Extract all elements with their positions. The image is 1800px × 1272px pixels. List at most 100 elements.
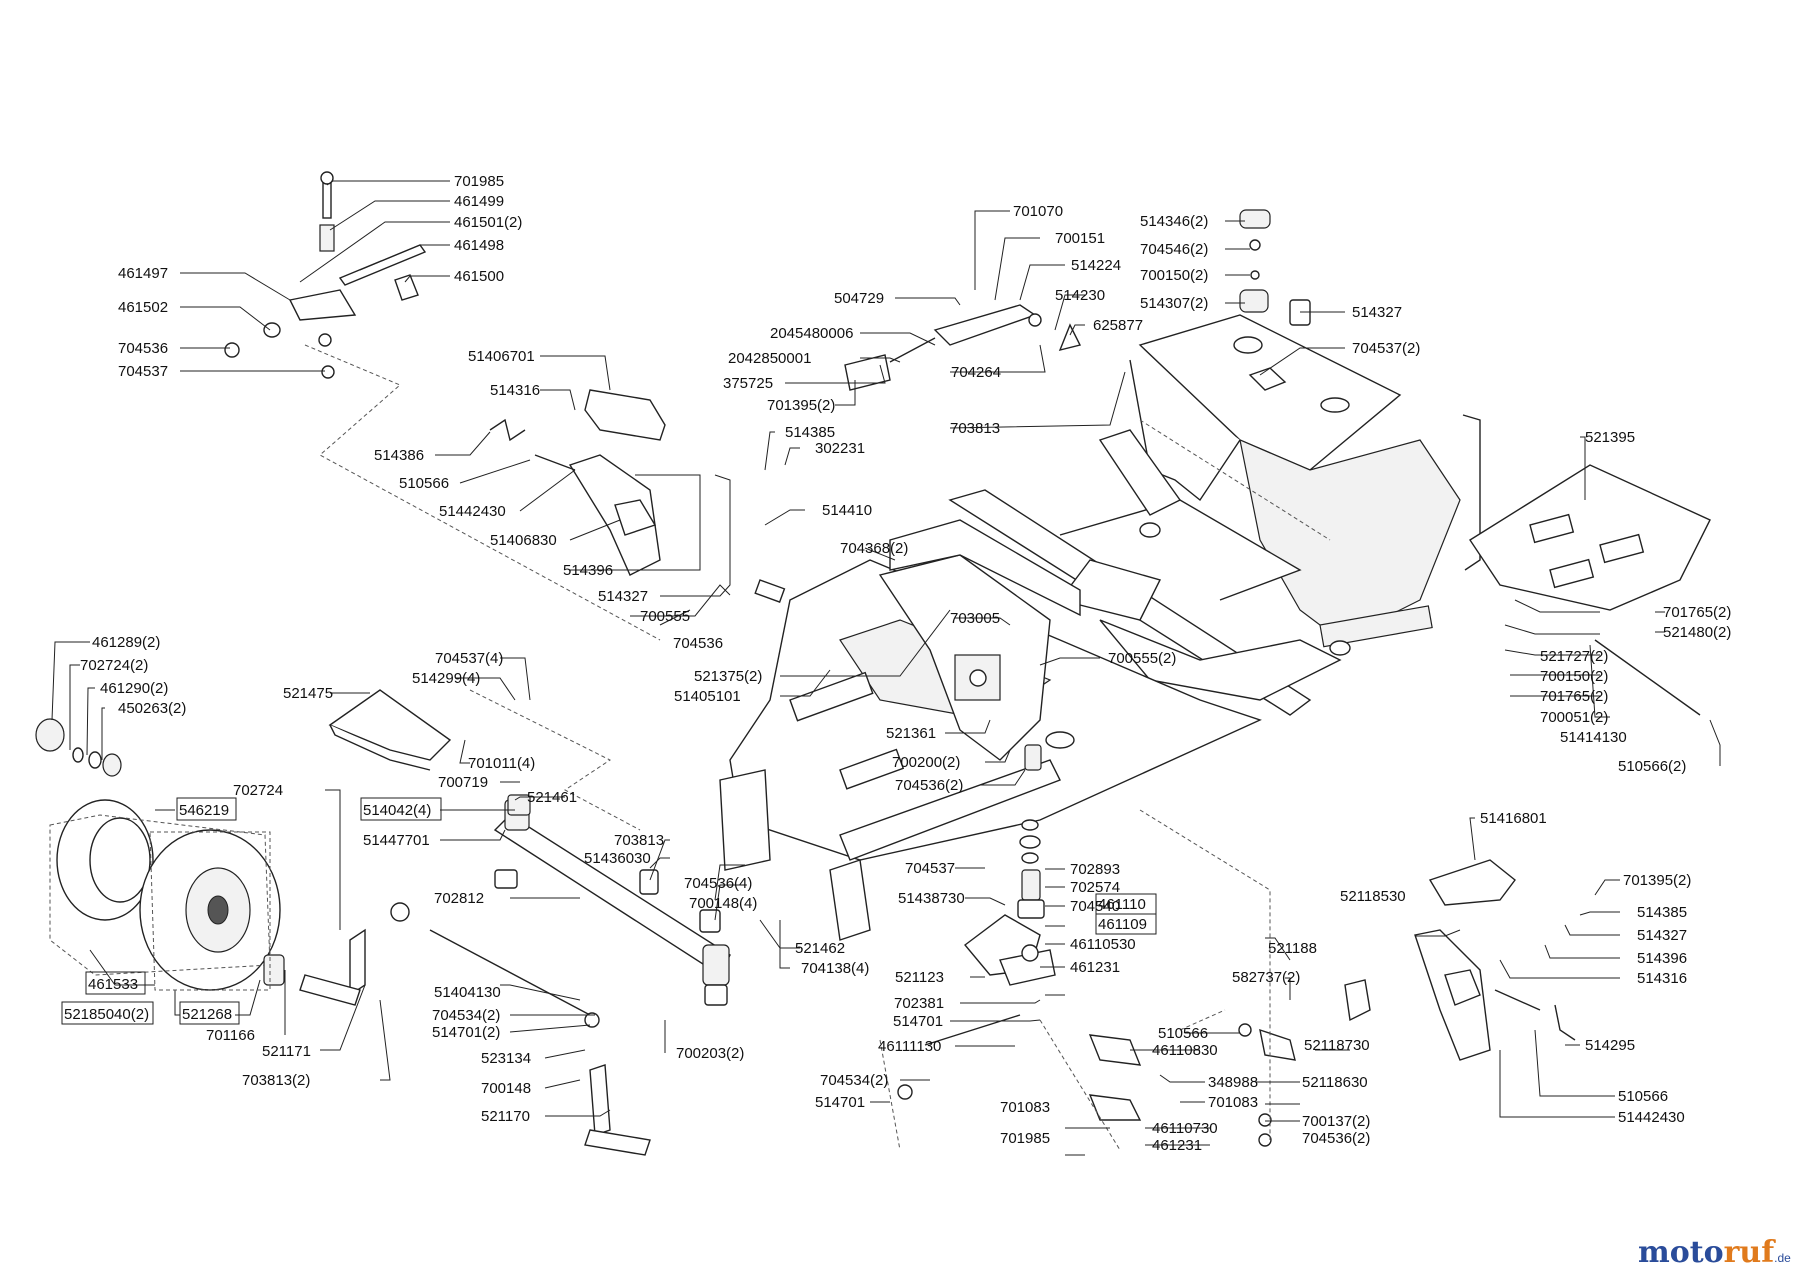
part-number-label: 461110 bbox=[1098, 896, 1146, 913]
part-number-label: 704537 bbox=[905, 860, 955, 877]
part-number-label: 514385 bbox=[1637, 904, 1687, 921]
part-number-label: 514327 bbox=[598, 588, 648, 605]
side-shield-plate-drawing bbox=[1469, 464, 1711, 716]
part-number-label: 348988 bbox=[1208, 1074, 1258, 1091]
part-number-label: 701395(2) bbox=[1623, 872, 1691, 889]
part-number-label: 523134 bbox=[481, 1050, 531, 1067]
part-number-label: 625877 bbox=[1093, 317, 1143, 334]
stub-axle-drawing bbox=[263, 928, 651, 1156]
part-number-label: 701395(2) bbox=[767, 397, 835, 414]
part-number-label: 701765(2) bbox=[1663, 604, 1731, 621]
part-number-label: 514224 bbox=[1071, 257, 1121, 274]
part-number-label: 51442430 bbox=[439, 503, 506, 520]
top-right-hardware-drawing bbox=[1239, 209, 1311, 326]
part-number-label: 700203(2) bbox=[676, 1045, 744, 1062]
part-number-label: 461500 bbox=[454, 268, 504, 285]
part-number-label: 51438730 bbox=[898, 890, 965, 907]
part-number-label: 704536(2) bbox=[1302, 1130, 1370, 1147]
part-number-label: 51416801 bbox=[1480, 810, 1547, 827]
part-number-label: 704368(2) bbox=[840, 540, 908, 557]
part-number-label: 514307(2) bbox=[1140, 295, 1208, 312]
part-number-label: 461290(2) bbox=[100, 680, 168, 697]
part-number-label: 51406830 bbox=[490, 532, 557, 549]
logo-text-part2: ruf bbox=[1723, 1235, 1775, 1270]
part-number-label: 521268 bbox=[182, 1006, 232, 1023]
part-number-label: 46110830 bbox=[1152, 1042, 1218, 1059]
part-number-label: 514346(2) bbox=[1140, 213, 1208, 230]
part-number-label: 504729 bbox=[834, 290, 884, 307]
part-number-label: 701070 bbox=[1013, 203, 1063, 220]
part-number-label: 521395 bbox=[1585, 429, 1635, 446]
part-number-label: 514295 bbox=[1585, 1037, 1635, 1054]
part-number-label: 51405101 bbox=[674, 688, 741, 705]
part-number-label: 704536(2) bbox=[895, 777, 963, 794]
part-number-label: 703813 bbox=[950, 420, 1000, 437]
part-number-label: 461502 bbox=[118, 299, 168, 316]
part-number-label: 704138(4) bbox=[801, 960, 869, 977]
logo-text-part1: moto bbox=[1638, 1235, 1724, 1270]
drive-pedal-drawing bbox=[1414, 859, 1576, 1061]
part-number-label: 703005 bbox=[950, 610, 1000, 627]
part-number-label: 521123 bbox=[895, 969, 944, 986]
part-number-label: 704534(2) bbox=[432, 1007, 500, 1024]
part-number-label: 521462 bbox=[795, 940, 845, 957]
part-number-label: 52185040(2) bbox=[64, 1006, 149, 1023]
logo-domain: .de bbox=[1774, 1251, 1791, 1265]
part-number-label: 700151 bbox=[1055, 230, 1105, 247]
part-number-label: 510566 bbox=[1158, 1025, 1208, 1042]
part-number-label: 52118530 bbox=[1340, 888, 1406, 905]
part-number-label: 521480(2) bbox=[1663, 624, 1731, 641]
part-number-label: 704264 bbox=[951, 364, 1001, 381]
part-number-label: 701011(4) bbox=[468, 755, 535, 772]
part-number-label: 521188 bbox=[1268, 940, 1317, 957]
part-number-label: 702724 bbox=[233, 782, 283, 799]
fender-body-drawing bbox=[1129, 314, 1481, 641]
part-number-label: 702893 bbox=[1070, 861, 1120, 878]
part-labels: 701985 461499 461501(2) 461498 461497 46… bbox=[64, 173, 1731, 1154]
part-number-label: 700150(2) bbox=[1540, 668, 1608, 685]
part-number-label: 704536 bbox=[118, 340, 168, 357]
part-number-label: 702812 bbox=[434, 890, 484, 907]
part-number-label: 700051(2) bbox=[1540, 709, 1608, 726]
parts-drawings bbox=[35, 171, 1711, 1156]
part-number-label: 514327 bbox=[1637, 927, 1687, 944]
part-number-label: 51436030 bbox=[584, 850, 651, 867]
part-number-label: 461497 bbox=[118, 265, 168, 282]
part-number-label: 703813(2) bbox=[242, 1072, 310, 1089]
part-number-label: 461501(2) bbox=[454, 214, 522, 231]
part-number-label: 461499 bbox=[454, 193, 504, 210]
part-number-label: 514316 bbox=[490, 382, 540, 399]
part-number-label: 510566(2) bbox=[1618, 758, 1686, 775]
part-number-label: 514230 bbox=[1055, 287, 1105, 304]
main-frame-drawing bbox=[948, 429, 1433, 716]
part-number-label: 461498 bbox=[454, 237, 504, 254]
part-number-label: 704546(2) bbox=[1140, 241, 1208, 258]
leader-lines bbox=[51, 180, 1721, 1156]
part-number-label: 701166 bbox=[206, 1027, 255, 1044]
part-number-label: 704536(4) bbox=[684, 875, 752, 892]
brake-pedal-drawing bbox=[489, 389, 666, 576]
part-number-label: 51442430 bbox=[1618, 1109, 1685, 1126]
part-number-label: 514386 bbox=[374, 447, 424, 464]
part-number-label: 521171 bbox=[262, 1043, 311, 1060]
part-number-label: 514042(4) bbox=[363, 802, 431, 819]
part-number-label: 521170 bbox=[481, 1108, 530, 1125]
part-number-label: 514701(2) bbox=[432, 1024, 500, 1041]
part-number-label: 461533 bbox=[88, 976, 138, 993]
wheel-tire-drawing bbox=[49, 799, 281, 991]
part-number-label: 46110730 bbox=[1152, 1120, 1218, 1137]
part-number-label: 514701 bbox=[893, 1013, 943, 1030]
throttle-lever-drawing bbox=[844, 304, 1082, 391]
part-number-label: 700555(2) bbox=[1108, 650, 1176, 667]
part-number-label: 701985 bbox=[1000, 1130, 1050, 1147]
pedal-link-drawing bbox=[1088, 979, 1371, 1147]
part-number-label: 704537 bbox=[118, 363, 168, 380]
steering-sector-drawing bbox=[963, 914, 1056, 986]
part-number-label: 702574 bbox=[1070, 879, 1120, 896]
part-number-label: 700555 bbox=[640, 608, 690, 625]
part-number-label: 52118730 bbox=[1304, 1037, 1370, 1054]
part-number-label: 700719 bbox=[438, 774, 488, 791]
part-number-label: 701985 bbox=[454, 173, 504, 190]
part-number-label: 701765(2) bbox=[1540, 688, 1608, 705]
